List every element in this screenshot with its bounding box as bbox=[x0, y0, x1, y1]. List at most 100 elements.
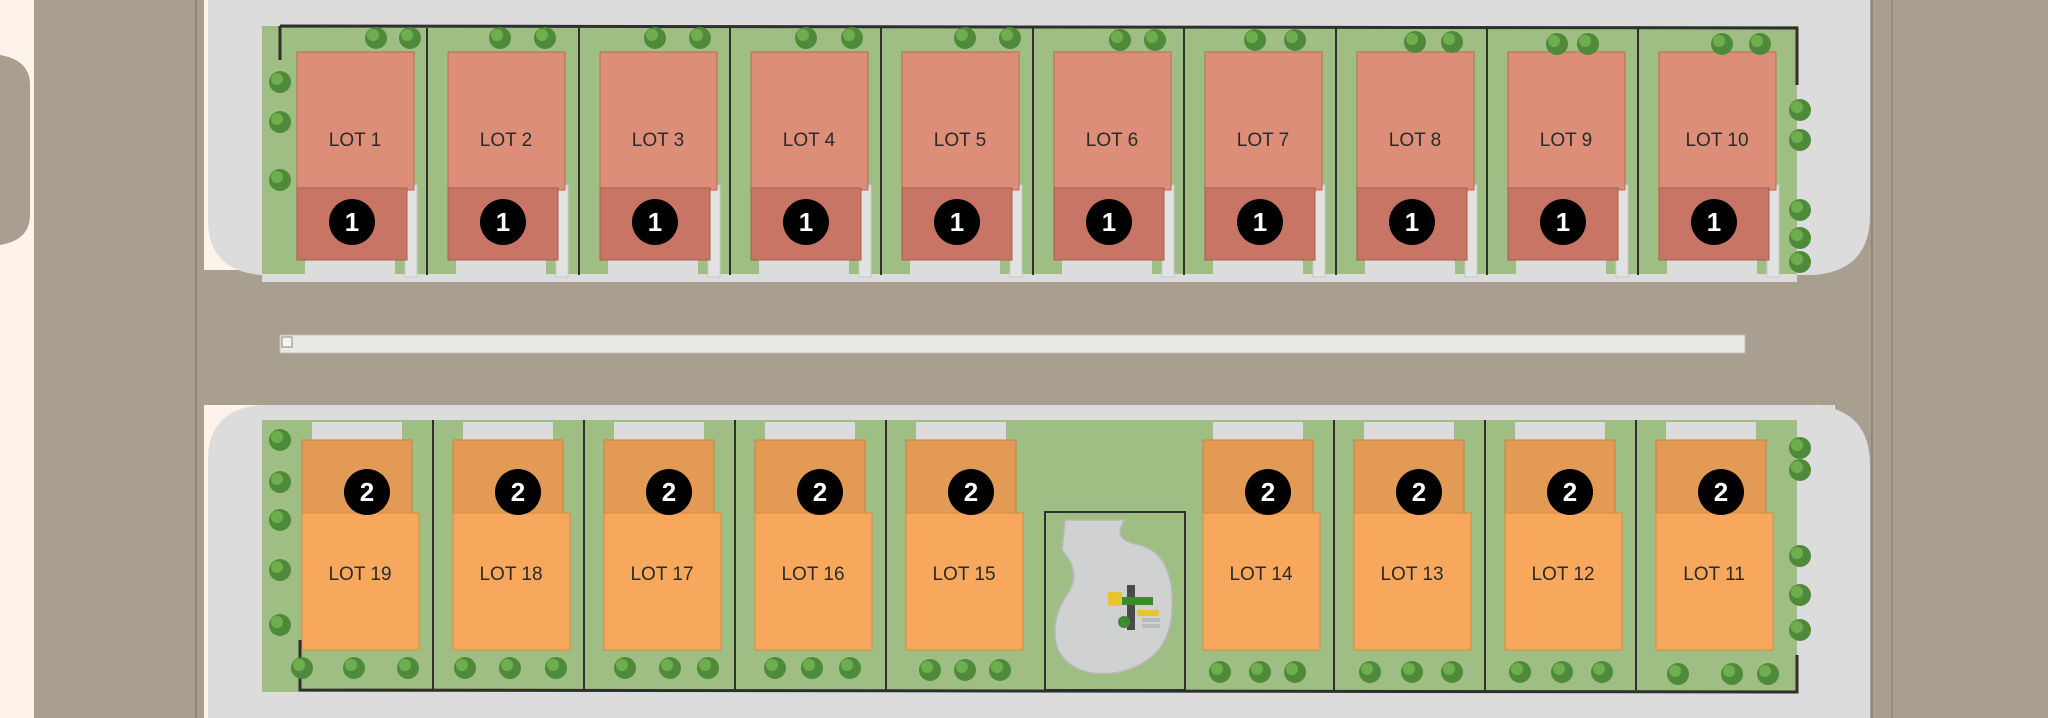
tree-icon bbox=[269, 614, 291, 636]
tree-icon bbox=[269, 71, 291, 93]
tree-icon bbox=[1591, 661, 1613, 683]
trees-layer bbox=[269, 27, 1811, 685]
tree-icon bbox=[1359, 661, 1381, 683]
tree-icon bbox=[269, 429, 291, 451]
lot-parcel[interactable]: LOT 51 bbox=[880, 28, 1023, 278]
lot-parcel[interactable]: LOT 17 2 bbox=[583, 420, 722, 690]
tree-icon bbox=[954, 27, 976, 49]
phase-badge: 2 bbox=[948, 469, 994, 515]
tree-icon bbox=[1757, 663, 1779, 685]
lot-label: LOT 7 bbox=[1237, 130, 1289, 151]
tree-icon bbox=[1789, 99, 1811, 121]
tree-icon bbox=[269, 169, 291, 191]
lot-parcel[interactable]: LOT 31 bbox=[578, 28, 721, 278]
tree-icon bbox=[659, 657, 681, 679]
lot-parcel[interactable]: LOT 6 1 bbox=[1032, 28, 1175, 278]
lot-parcel[interactable]: LOT 19 2 bbox=[301, 422, 420, 651]
phase-badge: 2 bbox=[1698, 469, 1744, 515]
tree-icon bbox=[989, 659, 1011, 681]
phase-badge: 2 bbox=[344, 469, 390, 515]
lot-label: LOT 10 bbox=[1685, 130, 1748, 151]
tree-icon bbox=[1789, 619, 1811, 641]
tree-icon bbox=[1789, 545, 1811, 567]
lot-label: LOT 19 bbox=[328, 564, 391, 585]
tree-icon bbox=[1789, 459, 1811, 481]
phase-badge: 2 bbox=[797, 469, 843, 515]
lot-parcel[interactable]: LOT 142 bbox=[1202, 422, 1321, 651]
lot-label: LOT 4 bbox=[783, 130, 836, 151]
phase-badge: 1 bbox=[1237, 199, 1283, 245]
tree-icon bbox=[1789, 129, 1811, 151]
tree-icon bbox=[764, 657, 786, 679]
lot-label: LOT 9 bbox=[1540, 130, 1592, 151]
lot-parcel[interactable]: LOT 7 1 bbox=[1183, 28, 1326, 278]
tree-icon bbox=[954, 659, 976, 681]
tree-icon bbox=[489, 27, 511, 49]
phase-badge-number: 1 bbox=[648, 207, 662, 237]
phase-badge: 2 bbox=[1547, 469, 1593, 515]
lot-parcel[interactable]: LOT 11 2 bbox=[1635, 420, 1774, 690]
tree-icon bbox=[454, 657, 476, 679]
tree-icon bbox=[499, 657, 521, 679]
lot-parcel[interactable]: LOT 122 bbox=[1484, 420, 1623, 690]
lot-parcel[interactable]: LOT 11 bbox=[296, 51, 418, 278]
tree-icon bbox=[1546, 33, 1568, 55]
lot-label: LOT 15 bbox=[932, 564, 995, 585]
tree-icon bbox=[1244, 29, 1266, 51]
lot-label: LOT 6 bbox=[1086, 130, 1138, 151]
house-roof bbox=[447, 51, 566, 191]
house-roof bbox=[1202, 512, 1321, 651]
tree-icon bbox=[1789, 584, 1811, 606]
lot-label: LOT 11 bbox=[1683, 564, 1745, 585]
right-road bbox=[1820, 0, 2048, 718]
phase-badge-number: 1 bbox=[345, 207, 359, 237]
tree-icon bbox=[291, 657, 313, 679]
house-roof bbox=[599, 51, 718, 191]
tree-icon bbox=[269, 471, 291, 493]
tree-icon bbox=[1284, 29, 1306, 51]
tree-icon bbox=[1789, 437, 1811, 459]
phase-badge-number: 2 bbox=[964, 477, 978, 507]
lot-label: LOT 18 bbox=[479, 564, 542, 585]
lot-parcel[interactable]: LOT 15 2 bbox=[885, 420, 1024, 690]
playground-icon bbox=[1108, 585, 1160, 630]
phase-badge-number: 1 bbox=[496, 207, 510, 237]
tree-icon bbox=[365, 27, 387, 49]
phase-badge-number: 2 bbox=[511, 477, 525, 507]
phase-badge: 1 bbox=[1691, 199, 1737, 245]
house-roof bbox=[1655, 512, 1774, 651]
lot-parcel[interactable]: LOT 9 1 bbox=[1486, 28, 1629, 278]
central-street bbox=[200, 270, 1840, 495]
tree-icon bbox=[841, 27, 863, 49]
tree-icon bbox=[1789, 227, 1811, 249]
tree-icon bbox=[269, 559, 291, 581]
tree-icon bbox=[644, 27, 666, 49]
lot-parcel[interactable]: LOT 81 bbox=[1335, 28, 1478, 278]
lot-label: LOT 17 bbox=[630, 564, 693, 585]
lot-parcel[interactable]: LOT 132 bbox=[1333, 420, 1472, 690]
lot-parcel[interactable]: LOT 10 1 bbox=[1637, 28, 1780, 278]
tree-icon bbox=[534, 27, 556, 49]
lot-parcel[interactable]: LOT 41 bbox=[729, 28, 872, 278]
tree-icon bbox=[1711, 33, 1733, 55]
lot-label: LOT 8 bbox=[1389, 130, 1441, 151]
house-roof bbox=[754, 512, 873, 651]
phase-badge: 2 bbox=[1396, 469, 1442, 515]
tree-icon bbox=[1441, 31, 1463, 53]
phase-badge-number: 2 bbox=[1563, 477, 1577, 507]
phase-badge: 1 bbox=[1540, 199, 1586, 245]
tree-icon bbox=[1789, 251, 1811, 273]
tree-icon bbox=[545, 657, 567, 679]
lot-parcel[interactable]: LOT 18 2 bbox=[432, 420, 571, 690]
lot-parcel[interactable]: LOT 162 bbox=[734, 420, 873, 690]
phase-badge: 1 bbox=[632, 199, 678, 245]
tree-icon bbox=[795, 27, 817, 49]
tree-icon bbox=[397, 657, 419, 679]
phase-badge-number: 2 bbox=[662, 477, 676, 507]
tree-icon bbox=[614, 657, 636, 679]
tree-icon bbox=[1789, 199, 1811, 221]
lot-parcel[interactable]: LOT 21 bbox=[426, 28, 569, 278]
tree-icon bbox=[343, 657, 365, 679]
phase-badge-number: 1 bbox=[1102, 207, 1116, 237]
phase-badge-number: 2 bbox=[360, 477, 374, 507]
